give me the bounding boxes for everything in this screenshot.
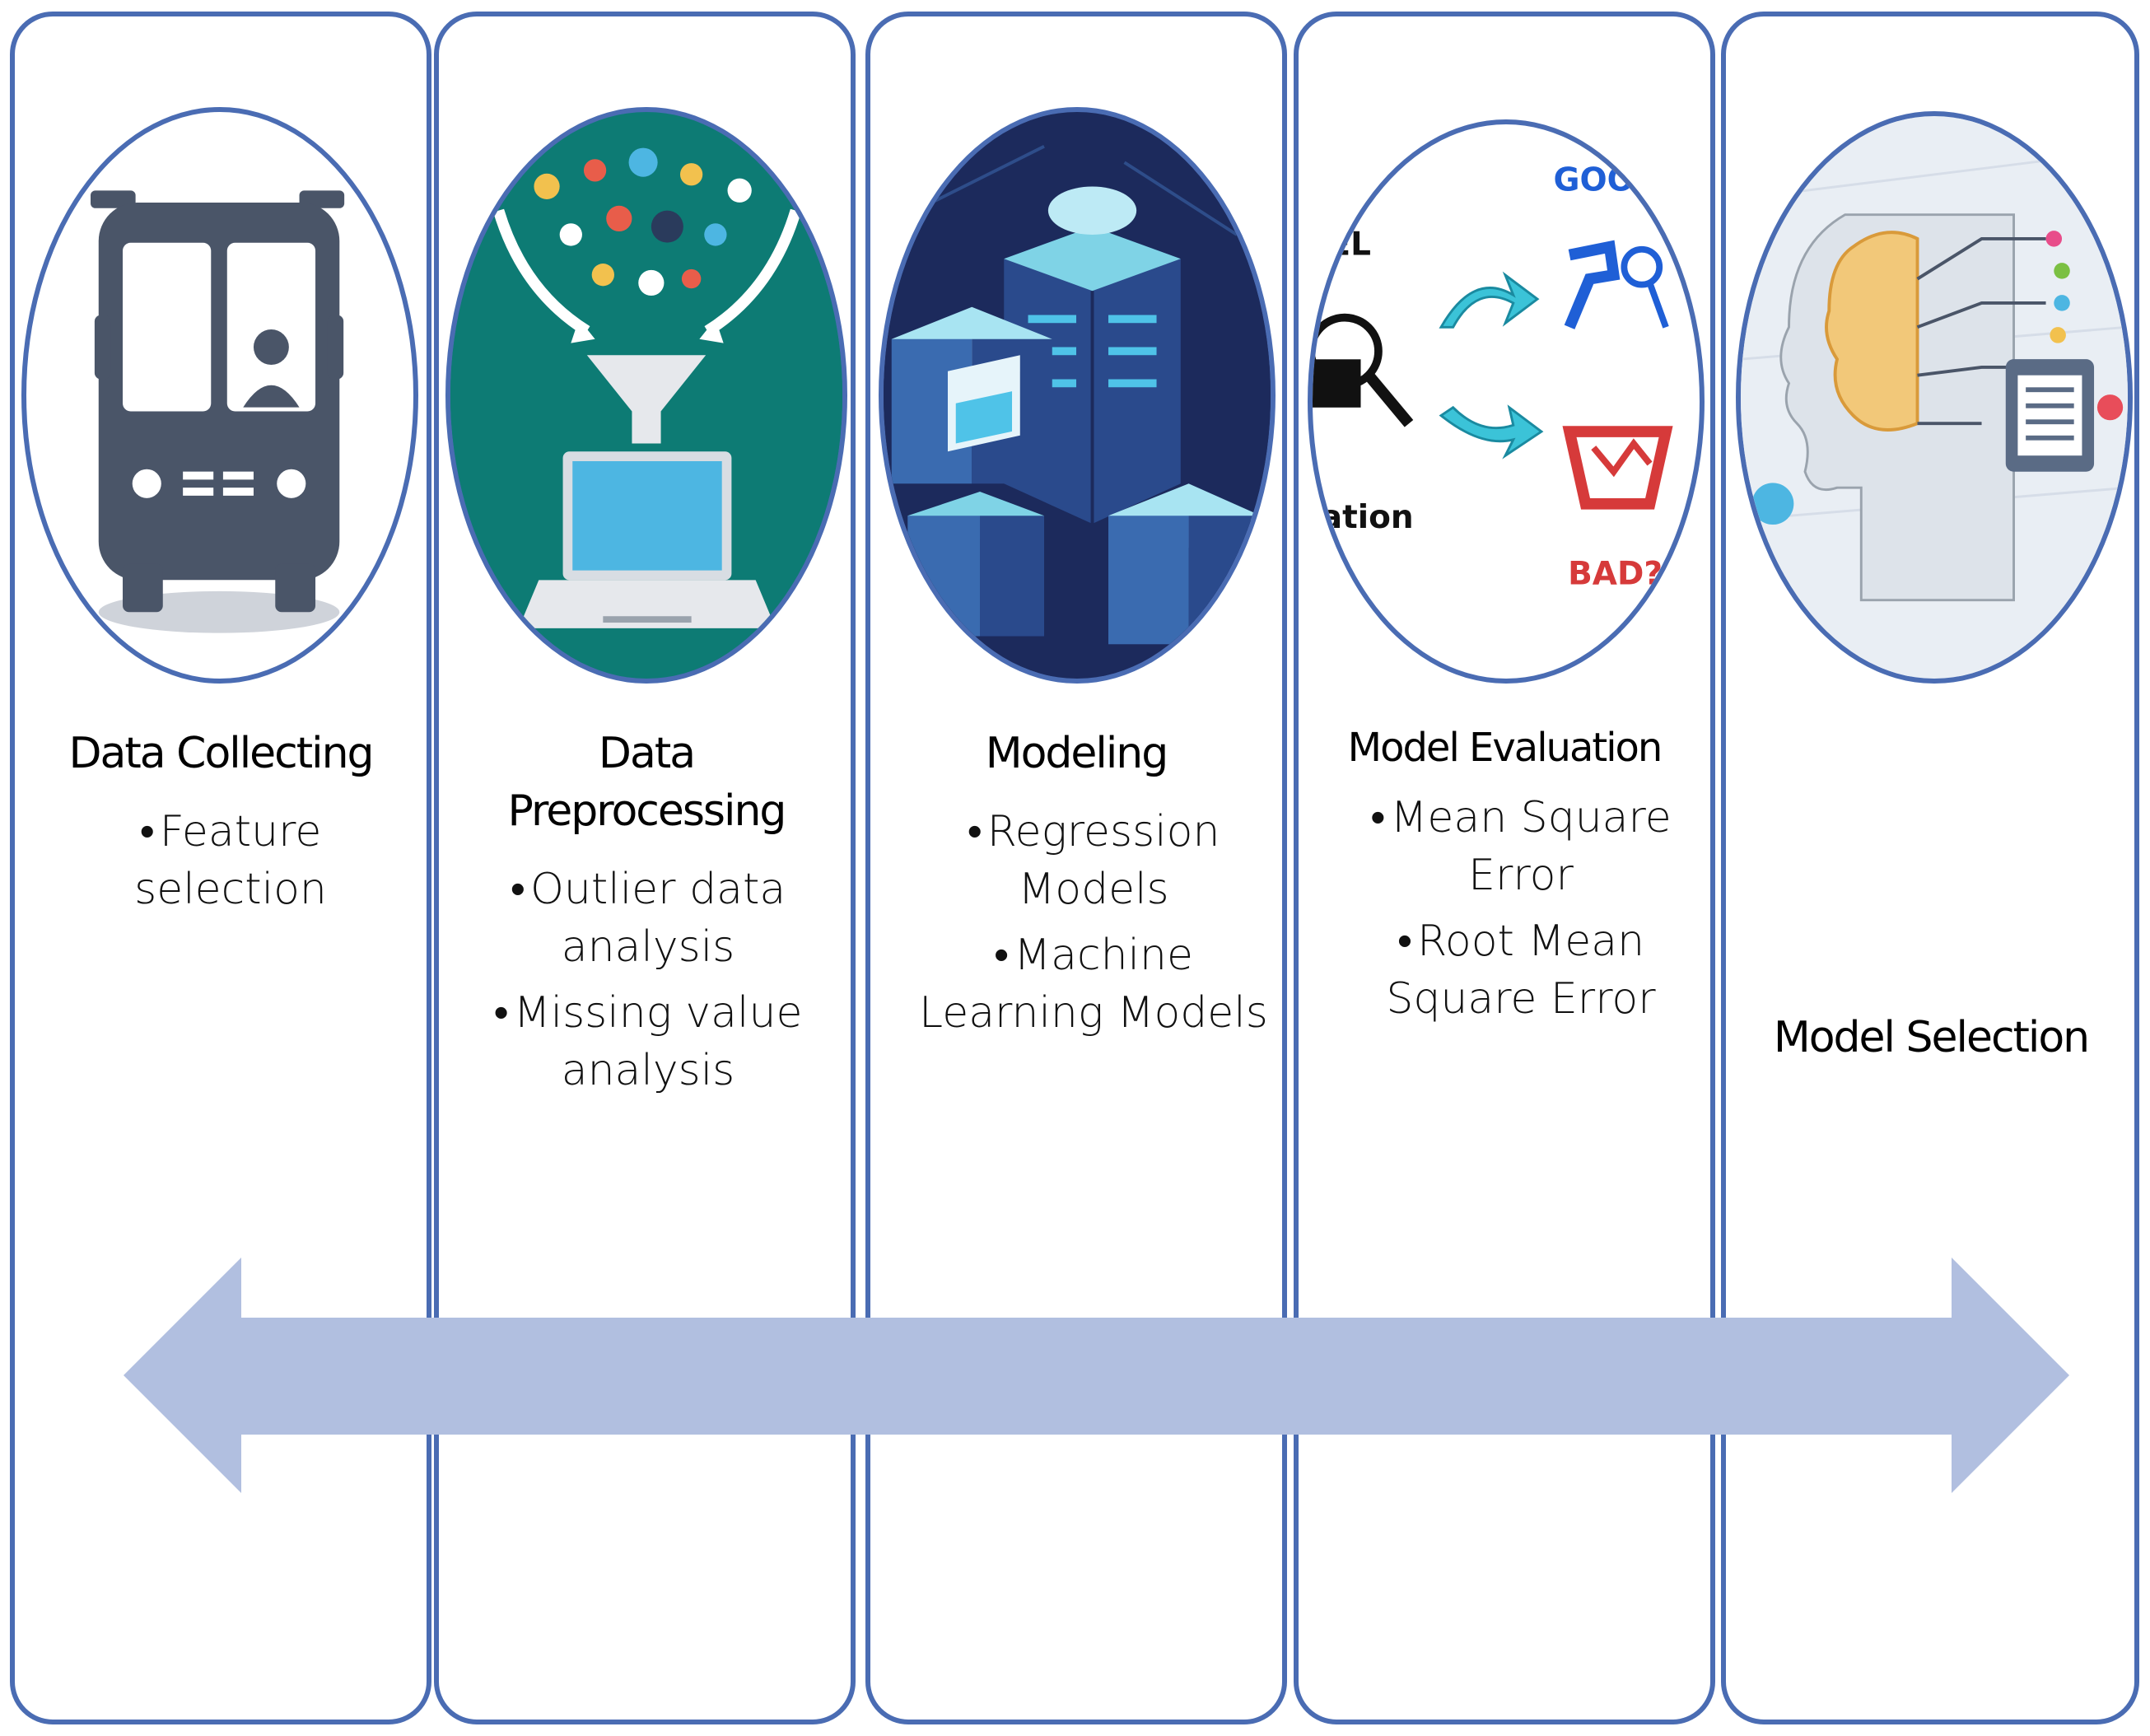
- stage-image-data-collecting: [21, 107, 418, 684]
- stage-title-modeling: Modeling: [985, 729, 1169, 778]
- stage-bullets-model-evaluation: Mean Square Error Root Mean Square Error: [1340, 789, 1702, 1036]
- bullet-item: Mean Square Error: [1340, 789, 1702, 904]
- stage-image-model-selection: [1736, 111, 2133, 684]
- bullet-item: Outlier data analysis: [467, 861, 829, 976]
- stage-image-modeling: [879, 107, 1276, 684]
- ai-head-icon: [1741, 118, 2128, 677]
- stage-bullets-data-collecting: Feature selection: [49, 803, 412, 926]
- bad-label: BAD?: [1568, 555, 1663, 592]
- stage-title-data-collecting: Data Collecting: [68, 729, 374, 778]
- bus-icon: [91, 190, 345, 633]
- bullet-item: Root Mean Square Error: [1340, 912, 1702, 1028]
- bullet-item: Machine Learning Models: [912, 926, 1275, 1042]
- stage-bullets-modeling: Regression Models Machine Learning Model…: [912, 803, 1275, 1050]
- stage-bullets-data-preprocessing: Outlier data analysis Missing value anal…: [467, 861, 829, 1108]
- funnel-laptop-icon: [450, 114, 842, 677]
- stage-image-model-evaluation: GOO EL ation BAD?: [1308, 119, 1705, 684]
- evaluation-icon: GOO EL ation BAD?: [1313, 162, 1673, 592]
- bullet-item: Regression Models: [912, 803, 1275, 918]
- stage-title-model-selection: Model Selection: [1773, 1013, 2090, 1062]
- stage-title-model-evaluation: Model Evaluation: [1347, 725, 1663, 771]
- stage-image-data-preprocessing: [445, 107, 847, 684]
- bullet-item: Missing value analysis: [467, 984, 829, 1099]
- bullet-item: Feature selection: [49, 803, 412, 918]
- server-stack-icon: [884, 114, 1271, 677]
- ation-label: ation: [1321, 499, 1414, 536]
- stage-title-data-preprocessing: Data Preprocessing: [507, 729, 787, 836]
